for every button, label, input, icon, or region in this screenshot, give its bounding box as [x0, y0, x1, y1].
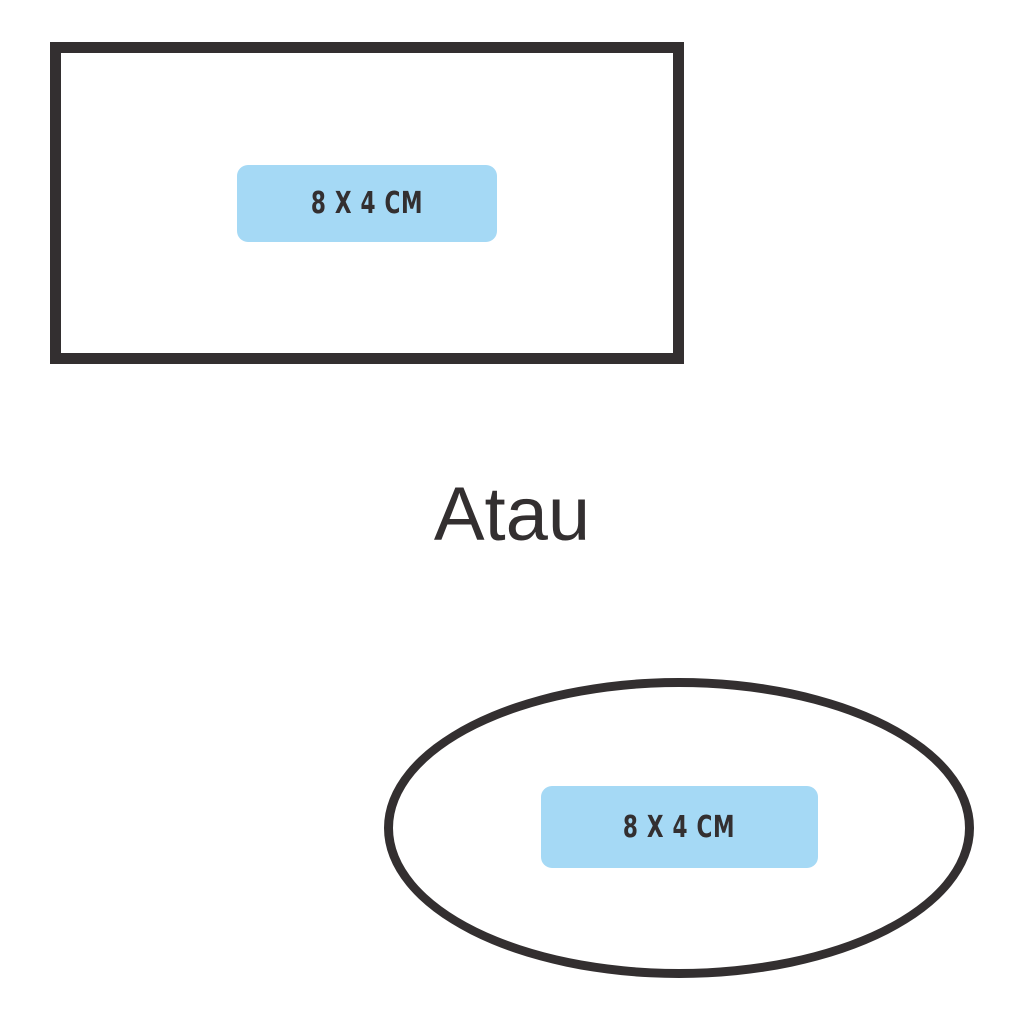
separator-text: Atau: [433, 472, 591, 557]
ellipse-size-text: 8 X 4 CM: [623, 809, 736, 845]
ellipse-size-label: 8 X 4 CM: [541, 786, 818, 868]
rectangle-shape: [50, 42, 684, 364]
rectangle-size-label: 8 X 4 CM: [237, 165, 497, 242]
rectangle-size-text: 8 X 4 CM: [310, 186, 424, 221]
